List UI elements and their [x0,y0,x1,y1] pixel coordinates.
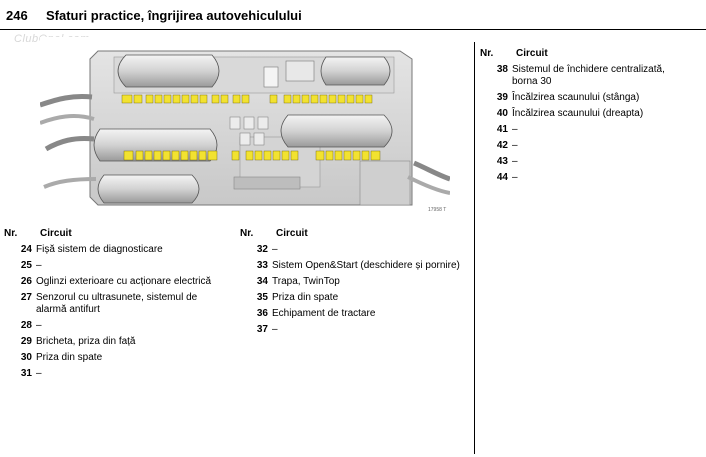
table-row: 41– [480,124,680,136]
table-header: Nr. Circuit [4,228,222,240]
fuse-circuit: Încălzirea scaunului (dreapta) [512,108,644,119]
fuse-box-diagram [40,37,450,221]
fuse-number: 27 [20,292,32,303]
fuse-number: 38 [496,64,508,75]
table-row: 27 Senzorul cu ultrasunete, sistemul de a… [4,292,222,316]
fuse-circuit: – [272,244,278,255]
table-row: 42– [480,140,680,152]
fuse-number: 28 [20,320,32,331]
fuse-table-left: Nr. Circuit 24 Fișă sistem de diagnostica… [4,228,222,384]
fuse-circuit: Oglinzi exterioare cu acționare electric… [36,276,212,287]
table-row: 29 Bricheta, priza din față [4,336,222,348]
fuse-number: 32 [256,244,268,255]
fuse-number: 29 [20,336,32,347]
fuse-circuit: Priza din spate [272,292,339,303]
fuse-circuit: – [36,260,42,271]
fuse-number: 26 [20,276,32,287]
fuse-circuit: Priza din spate [36,352,103,363]
fuse-number: 36 [256,308,268,319]
table-row: 31– [4,368,222,380]
fuse-number: 40 [496,108,508,119]
table-row: 33 Sistem Open&Start (deschidere și porni… [240,260,462,272]
col-circuit-header: Circuit [40,228,72,239]
table-row: 37– [240,324,462,336]
fuse-number: 33 [256,260,268,271]
col-circuit-header: Circuit [276,228,308,239]
fuse-circuit: – [36,368,42,379]
fuse-number: 41 [496,124,508,135]
fuse-number: 44 [496,172,508,183]
fuse-circuit: Senzorul cu ultrasunete, sistemul de ala… [36,292,198,315]
fuse-circuit: Încălzirea scaunului (stânga) [512,92,640,103]
diagram-code: 17958 T [428,207,447,213]
fuse-number: 43 [496,156,508,167]
page-title: Sfaturi practice, îngrijirea autovehicul… [46,8,302,23]
table-row: 32– [240,244,462,256]
table-header: Nr. Circuit [240,228,462,240]
table-row: 35 Priza din spate [240,292,462,304]
table-row: 34 Trapa, TwinTop [240,276,462,288]
col-nr-header: Nr. [4,228,18,239]
table-row: 25– [4,260,222,272]
table-row: 44– [480,172,680,184]
fuse-circuit: – [36,320,42,331]
fuse-number: 37 [256,324,268,335]
table-row: 30 Priza din spate [4,352,222,364]
fuse-number: 35 [256,292,268,303]
fuse-number: 25 [20,260,32,271]
table-row: 26 Oglinzi exterioare cu acționare electr… [4,276,222,288]
table-row: 38 Sistemul de închidere centralizată, bo… [480,64,680,88]
fuse-circuit: – [512,156,518,167]
table-row: 28– [4,320,222,332]
fuse-circuit: – [272,324,278,335]
table-header: Nr. Circuit [480,48,680,60]
header-rule [0,29,706,30]
fuse-circuit: Fișă sistem de diagnosticare [36,244,163,255]
fuse-circuit: Sistem Open&Start (deschidere și pornire… [272,260,460,271]
fuse-number: 42 [496,140,508,151]
table-row: 40 Încălzirea scaunului (dreapta) [480,108,680,120]
fuse-number: 31 [20,368,32,379]
table-row: 24 Fișă sistem de diagnosticare [4,244,222,256]
page-header: 246 Sfaturi practice, îngrijirea autoveh… [0,0,706,34]
column-divider [474,42,475,454]
fuse-number: 30 [20,352,32,363]
fuse-circuit: Trapa, TwinTop [272,276,340,287]
col-nr-header: Nr. [480,48,494,59]
fuse-number: 39 [496,92,508,103]
fuse-circuit: Bricheta, priza din față [36,336,136,347]
table-row: 43– [480,156,680,168]
fuse-circuit: Sistemul de închidere centralizată, born… [512,64,665,87]
fuse-circuit: – [512,124,518,135]
fuse-number: 34 [256,276,268,287]
fuse-number: 24 [20,244,32,255]
col-circuit-header: Circuit [516,48,548,59]
fuse-circuit: – [512,140,518,151]
table-row: 36 Echipament de tractare [240,308,462,320]
table-row: 39 Încălzirea scaunului (stânga) [480,92,680,104]
page-number: 246 [6,8,28,23]
col-nr-header: Nr. [240,228,254,239]
fuse-table-right: Nr. Circuit 38 Sistemul de închidere cent… [480,48,680,188]
fuse-circuit: Echipament de tractare [272,308,376,319]
fuse-circuit: – [512,172,518,183]
